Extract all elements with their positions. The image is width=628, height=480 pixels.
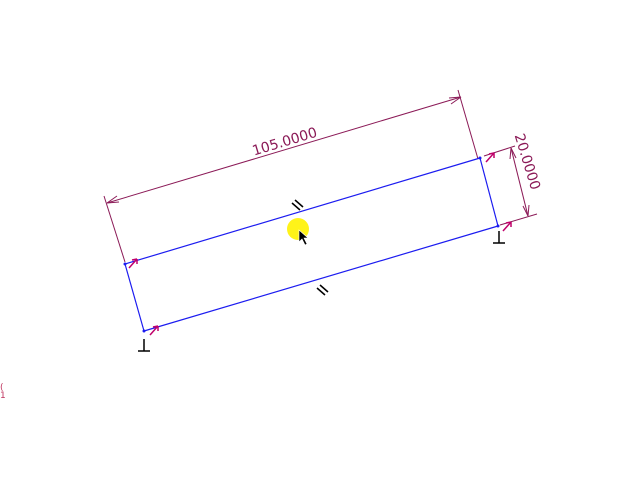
width-extension-line-bottom [499, 213, 538, 226]
width-dimension-label[interactable]: 20.0000 [511, 132, 543, 192]
length-dimension-label[interactable]: 105.0000 [251, 125, 320, 160]
width-dimension[interactable] [483, 145, 538, 226]
rectangle-edge-left[interactable] [124, 263, 145, 332]
rectangle-edge-bottom[interactable] [143, 225, 499, 332]
width-arrow-top [509, 147, 517, 160]
length-arrow-right [448, 96, 462, 105]
length-extension-line-right [457, 89, 479, 160]
width-dimension-line[interactable] [510, 147, 529, 217]
vertex-handle-bottom-right[interactable] [496, 221, 512, 232]
vertex-handle-bottom-left[interactable] [142, 325, 159, 336]
parallel-icon [291, 199, 304, 211]
parallel-icon [316, 284, 329, 296]
origin-marker-top: ( [0, 383, 4, 393]
length-dimension-line[interactable] [106, 96, 462, 204]
length-extension-line-left [103, 195, 126, 263]
vertex-handle-top-left[interactable] [123, 258, 138, 269]
rectangle-edge-right[interactable] [479, 157, 499, 227]
length-arrow-left [106, 195, 120, 204]
perpendicular-icon [138, 339, 150, 352]
length-dimension[interactable] [103, 89, 479, 263]
rectangle-edge-top[interactable] [124, 157, 481, 265]
mouse-pointer-icon [298, 229, 309, 246]
vertex-handle-top-right[interactable] [478, 152, 495, 163]
origin-marker-bottom: 1 [0, 391, 6, 401]
rectangle-sketch[interactable] [124, 157, 499, 332]
width-arrow-bottom [522, 204, 530, 217]
origin-marker: ( 1 [0, 383, 6, 401]
perpendicular-icon [493, 231, 505, 244]
